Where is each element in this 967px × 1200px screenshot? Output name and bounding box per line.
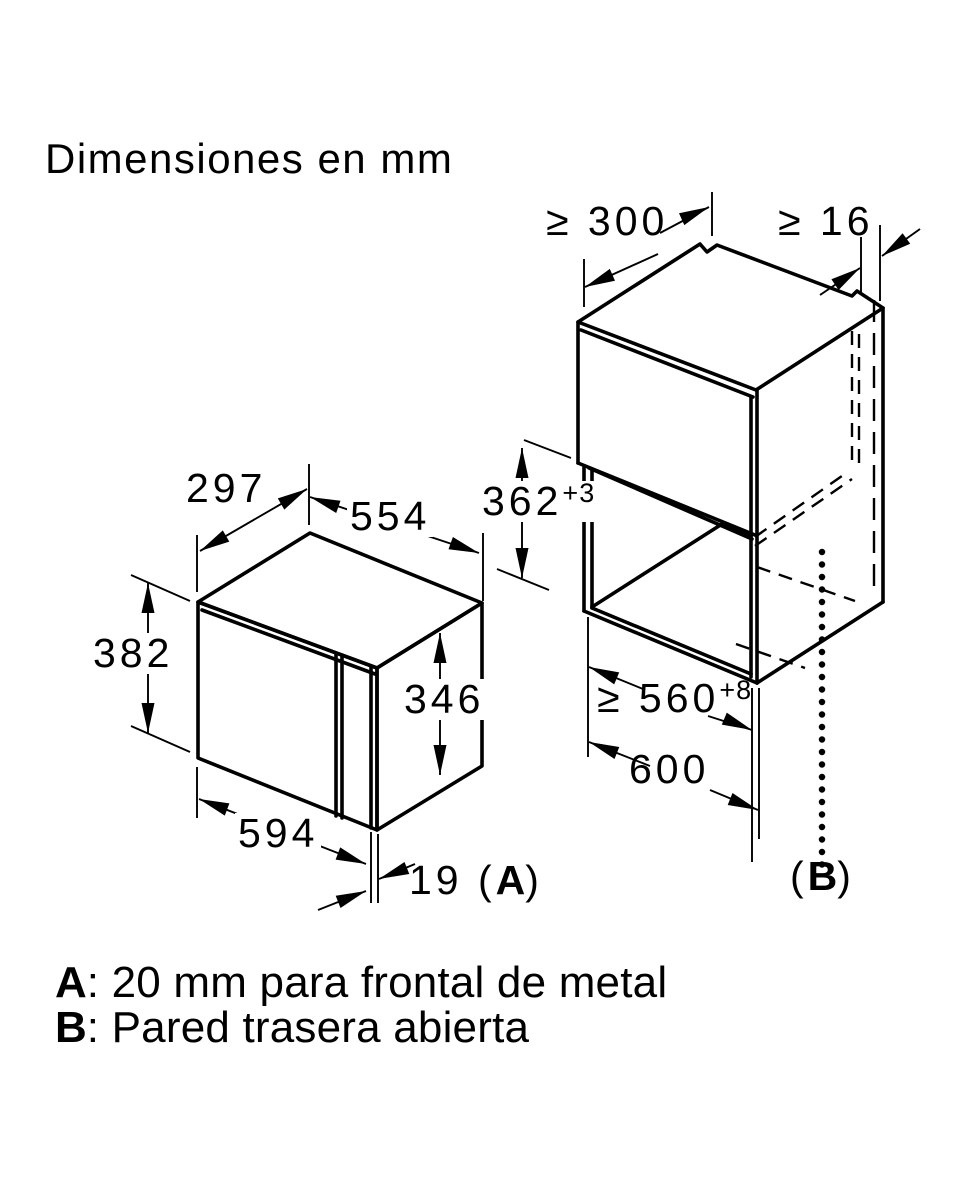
niche-width-value: ≥ 560 <box>597 675 720 721</box>
niche-floor-connector-edge <box>720 522 753 539</box>
hidden-edge <box>754 478 853 547</box>
arrowhead <box>141 583 155 613</box>
oven-door-top-edge <box>200 608 377 676</box>
legend-a-text: : 20 mm para frontal de metal <box>86 958 668 1007</box>
oven-front-face <box>196 600 379 832</box>
arrowhead <box>515 548 529 578</box>
arrowhead <box>585 268 615 287</box>
arrowhead <box>310 497 341 513</box>
dim-label-niche-width: ≥ 560+8 <box>597 675 753 721</box>
arrowhead <box>433 633 447 663</box>
niche-bottom-outer-edge <box>582 609 759 685</box>
arrowhead <box>679 207 709 226</box>
arrowhead <box>199 799 230 816</box>
cabinet-bottom-right-edge <box>755 600 885 685</box>
arrowhead <box>515 448 529 478</box>
dim-label-oven-height: 382 <box>90 633 177 674</box>
extension-line <box>130 574 191 602</box>
dim-label-panel-thickness: ≥ 16 <box>778 198 874 244</box>
arrowhead <box>589 667 620 685</box>
hidden-edge <box>735 642 806 670</box>
hidden-edge <box>756 565 856 603</box>
niche-floor-back-edge <box>590 522 724 609</box>
extension-line <box>496 568 550 591</box>
back-dim-suffix: ) <box>837 853 855 899</box>
label-open-back: (B) <box>790 856 855 897</box>
arrowhead <box>277 489 307 510</box>
legend-a-key: A <box>55 958 87 1007</box>
arrowhead <box>831 268 860 290</box>
niche-height-value: 362 <box>482 478 563 524</box>
arrowhead <box>721 712 752 730</box>
dim-label-oven-depth: 297 <box>186 465 267 511</box>
cabinet-drawing <box>576 242 885 880</box>
extension-line <box>130 725 191 753</box>
cabinet-dimensions <box>496 192 921 862</box>
arrowhead <box>141 703 155 733</box>
extension-line <box>523 439 572 459</box>
legend-b-key: B <box>55 1003 87 1052</box>
dim-label-oven-side-height: 346 <box>401 679 488 720</box>
dim-label-oven-front-width: 594 <box>235 813 322 854</box>
niche-height-tolerance: +3 <box>562 478 596 508</box>
cabinet-panel-top-inner-edge <box>579 328 755 399</box>
cabinet-top-face <box>576 242 885 392</box>
hidden-edge <box>754 470 850 538</box>
arrowhead <box>727 793 758 810</box>
door-dim-prefix: 19 ( <box>409 857 496 903</box>
niche-width-tolerance: +8 <box>719 675 753 705</box>
page-title: Dimensiones en mm <box>45 135 454 182</box>
dim-label-outer-width: 600 <box>629 746 710 792</box>
door-dim-key: A <box>495 857 526 903</box>
arrowhead <box>335 891 366 908</box>
arrowhead <box>589 742 620 759</box>
legend-item-b: B: Pared trasera abierta <box>55 1006 529 1050</box>
legend-b-text: : Pared trasera abierta <box>86 1003 530 1052</box>
arrowhead <box>335 847 366 864</box>
door-dim-suffix: ) <box>525 857 543 903</box>
back-dim-prefix: ( <box>790 853 808 899</box>
legend-item-a: A: 20 mm para frontal de metal <box>55 961 667 1005</box>
dim-label-top-depth: ≥ 300 <box>546 198 669 244</box>
arrowhead <box>448 537 479 553</box>
dim-label-oven-top-width: 554 <box>347 496 434 537</box>
oven-drawing <box>196 531 484 832</box>
back-dim-key: B <box>807 853 838 899</box>
arrowhead <box>200 530 230 551</box>
niche-bottom-inner-edge <box>590 606 753 676</box>
arrowhead <box>379 862 410 879</box>
arrowhead <box>433 745 447 775</box>
oven-right-face <box>375 601 484 832</box>
dim-label-door-projection: 19 (A) <box>409 860 543 901</box>
dim-label-niche-height: 362+3 <box>479 478 599 524</box>
arrowhead <box>882 233 911 256</box>
